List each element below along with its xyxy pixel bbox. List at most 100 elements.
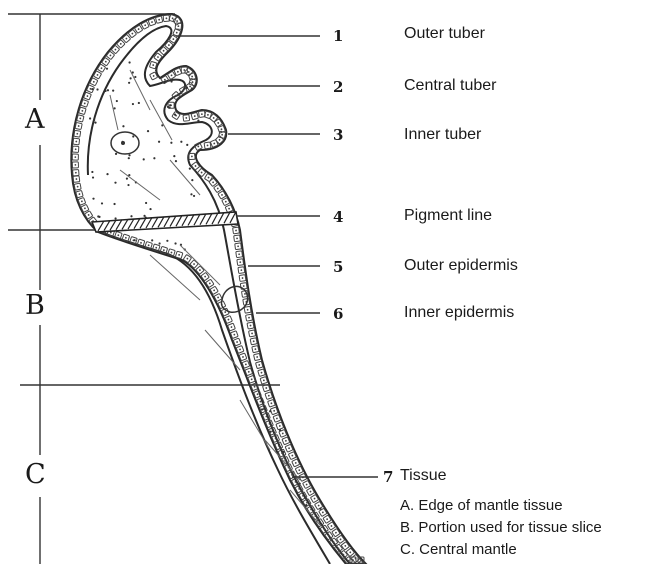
stipple-dot <box>304 496 306 498</box>
stipple-dot <box>93 119 95 121</box>
epithelial-cell <box>160 246 168 254</box>
stipple-dot <box>132 103 134 105</box>
stipple-dot <box>89 117 91 119</box>
tissue-body <box>71 14 366 564</box>
legend-b: B. Portion used for tissue slice <box>400 519 602 536</box>
stipple-dot <box>134 239 136 241</box>
epithelial-cell <box>130 237 138 245</box>
epithelial-cell <box>235 243 242 250</box>
epithelial-cell <box>256 361 263 368</box>
stipple-dot <box>134 76 136 78</box>
pigment-line-band <box>92 212 238 232</box>
epithelial-cells <box>72 14 365 564</box>
epithelial-cell <box>268 399 276 407</box>
epithelial-cell <box>244 306 251 313</box>
epithelial-cell <box>122 234 130 242</box>
vacuole-upper-dot <box>121 141 125 145</box>
stipple-dot <box>191 87 193 89</box>
stipple-dot <box>191 179 193 181</box>
stipple-dot <box>174 114 176 116</box>
epithelial-cell <box>204 142 211 149</box>
stipple-dot <box>114 182 116 184</box>
stipple-dot <box>189 167 191 169</box>
label-2-number: 2 <box>333 78 343 96</box>
stipple-dot <box>158 141 160 143</box>
epithelial-cell <box>163 15 170 22</box>
stipple-dot <box>101 202 103 204</box>
label-1-number: 1 <box>333 27 343 45</box>
label-4-number: 4 <box>333 208 343 226</box>
epithelial-cell <box>76 190 83 197</box>
stipple-dot <box>129 77 131 79</box>
label-5-text: Outer epidermis <box>404 257 518 275</box>
epithelial-cell <box>239 275 246 282</box>
stipple-dot <box>128 61 130 63</box>
epithelial-cell <box>73 176 80 183</box>
stipple-dot <box>138 102 140 104</box>
tissue-stipple <box>89 61 322 509</box>
stipple-dot <box>175 160 177 162</box>
stipple-dot <box>96 88 98 90</box>
stipple-dot <box>186 144 188 146</box>
epithelial-cell <box>238 267 245 274</box>
stipple-dot <box>145 202 147 204</box>
stipple-dot <box>279 429 281 431</box>
epithelial-cell <box>262 384 270 392</box>
epithelial-cell <box>250 338 257 345</box>
section-c-letter: C <box>25 459 46 490</box>
stipple-dot <box>193 195 195 197</box>
stipple-dot <box>106 68 108 70</box>
stipple-dot <box>114 107 116 109</box>
epithelial-cell <box>246 314 253 321</box>
epithelial-cell <box>72 154 78 160</box>
stipple-dot <box>147 130 149 132</box>
stipple-dot <box>149 208 151 210</box>
epithelial-cell <box>75 122 82 129</box>
epithelial-cell <box>183 115 190 122</box>
epithelial-cell <box>273 415 281 423</box>
stipple-dot <box>282 451 284 453</box>
epithelial-cell <box>79 107 86 114</box>
label-2-text: Central tuber <box>404 77 497 95</box>
epithelial-cell <box>74 183 81 190</box>
epithelial-cell <box>249 330 256 337</box>
label-6-text: Inner epidermis <box>404 304 514 322</box>
stipple-dot <box>299 483 301 485</box>
stipple-dot <box>167 106 169 108</box>
stipple-dot <box>166 240 168 242</box>
stipple-dot <box>128 157 130 159</box>
epithelial-cell <box>145 242 153 250</box>
tissue-fiber <box>120 170 160 200</box>
legend-c: C. Central mantle <box>400 541 517 558</box>
stipple-dot <box>295 489 297 491</box>
epithelial-cell <box>115 231 123 239</box>
stipple-dot <box>92 176 94 178</box>
stipple-dot <box>143 215 145 217</box>
epithelial-cell <box>149 61 157 69</box>
stipple-dot <box>197 119 199 121</box>
legend-a: A. Edge of mantle tissue <box>400 497 563 514</box>
label-7-number: 7 <box>383 468 393 486</box>
tissue-fiber <box>205 330 240 370</box>
stipple-dot <box>305 504 307 506</box>
epithelial-cell <box>270 407 278 415</box>
epithelial-cell <box>155 16 162 23</box>
stipple-dot <box>116 100 118 102</box>
stipple-dot <box>122 125 124 127</box>
epithelial-cell <box>175 251 183 259</box>
epithelial-cell <box>73 169 79 175</box>
stipple-dot <box>130 215 132 217</box>
epithelial-cell <box>152 244 160 252</box>
epithelial-cell <box>265 392 273 400</box>
epithelial-cell <box>260 377 268 385</box>
stipple-dot <box>194 154 196 156</box>
stipple-dot <box>269 431 271 433</box>
stipple-dot <box>107 89 109 91</box>
stipple-dot <box>143 158 145 160</box>
stipple-dot <box>126 178 128 180</box>
stipple-dot <box>106 173 108 175</box>
stipple-dot <box>173 155 175 157</box>
stipple-dot <box>153 157 155 159</box>
epithelial-cell <box>247 322 254 329</box>
